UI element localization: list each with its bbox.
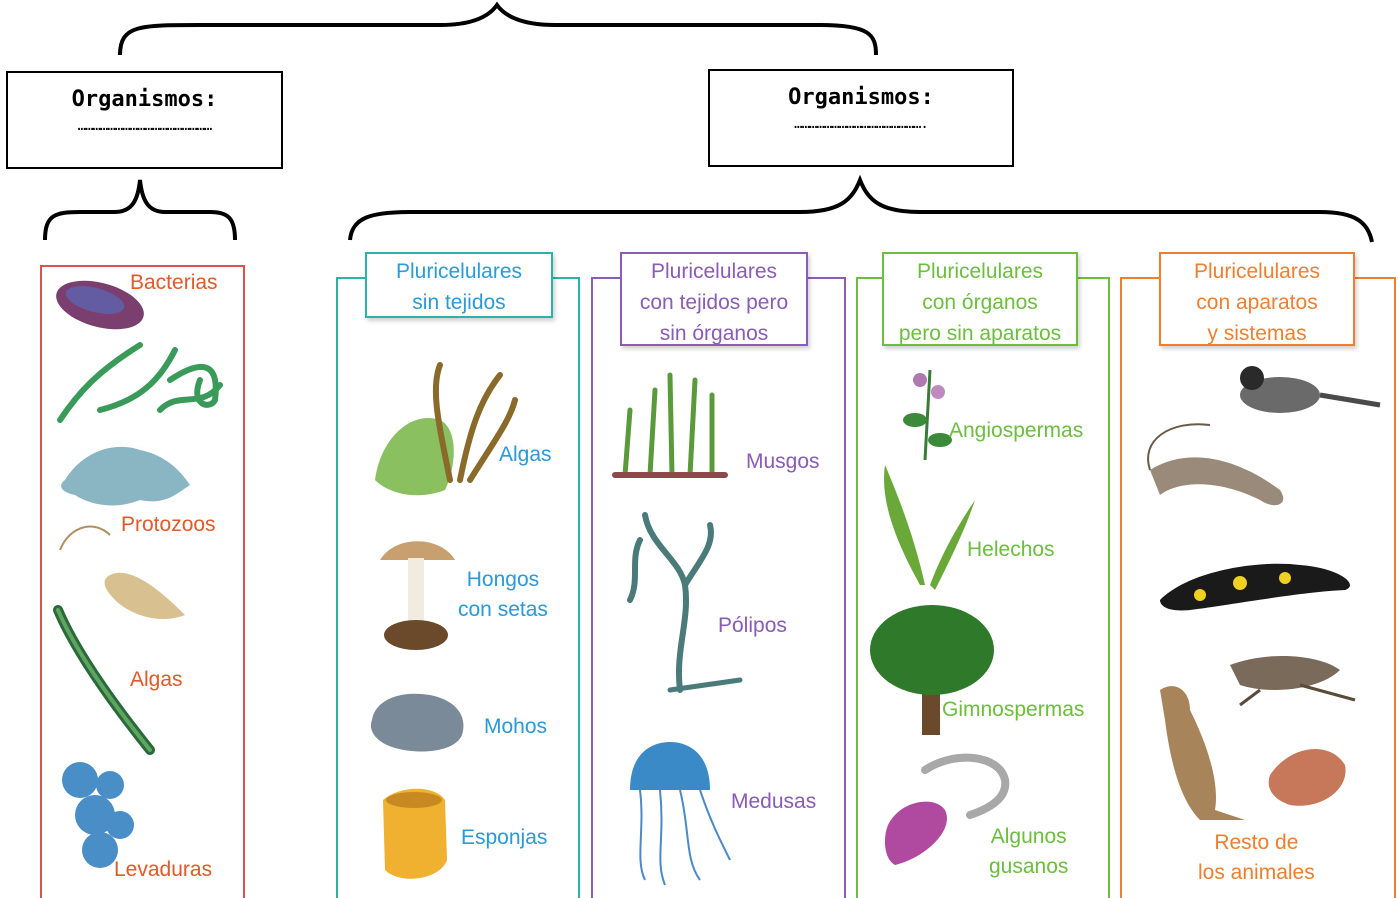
fish-icon bbox=[1269, 749, 1346, 806]
euglena-icon bbox=[60, 527, 185, 619]
label-angiospermas: Angiospermas bbox=[949, 416, 1083, 446]
label-algas: Algas bbox=[499, 440, 552, 470]
kangaroo-icon bbox=[1160, 686, 1245, 820]
label-algunos-gusanos: Algunos gusanos bbox=[989, 822, 1068, 882]
label-musgos: Musgos bbox=[746, 447, 820, 477]
polyp-icon bbox=[630, 515, 740, 690]
label-line: con setas bbox=[458, 595, 548, 625]
label-helechos: Helechos bbox=[967, 535, 1055, 565]
angiosperm-flower-icon bbox=[903, 370, 952, 460]
worm-icon bbox=[885, 758, 1005, 865]
label-mohos: Mohos bbox=[484, 712, 547, 742]
sponge-icon bbox=[383, 789, 447, 879]
label-line: Hongos bbox=[458, 565, 548, 595]
bird-icon bbox=[1240, 366, 1380, 413]
label-line: los animales bbox=[1198, 858, 1315, 888]
label-line: gusanos bbox=[989, 852, 1068, 882]
label-algas-unicellular: Algas bbox=[130, 665, 183, 695]
label-protozoos: Protozoos bbox=[121, 510, 216, 540]
cyanobacteria-icon bbox=[60, 345, 220, 420]
moss-icon bbox=[615, 375, 725, 475]
grasshopper-icon bbox=[1230, 656, 1355, 705]
jellyfish-icon bbox=[630, 742, 730, 885]
label-medusas: Medusas bbox=[731, 787, 816, 817]
algae-icon bbox=[375, 365, 515, 495]
label-line: Algunos bbox=[989, 822, 1068, 852]
label-line: Resto de bbox=[1198, 828, 1315, 858]
label-levaduras: Levaduras bbox=[114, 855, 212, 885]
label-hongos-con-setas: Hongos con setas bbox=[458, 565, 548, 625]
label-resto-de-los-animales: Resto de los animales bbox=[1198, 828, 1315, 888]
label-polipos: Pólipos bbox=[718, 611, 787, 641]
mushroom-icon bbox=[380, 541, 455, 650]
label-bacterias: Bacterias bbox=[130, 268, 218, 298]
fern-icon bbox=[884, 465, 975, 590]
amoeba-icon bbox=[61, 447, 190, 506]
salamander-icon bbox=[1160, 564, 1350, 611]
mold-icon bbox=[371, 694, 464, 752]
shrimp-icon bbox=[1148, 424, 1283, 505]
yeast-icon bbox=[62, 762, 134, 868]
label-esponjas: Esponjas bbox=[461, 823, 547, 853]
label-gimnospermas: Gimnospermas bbox=[942, 695, 1084, 725]
